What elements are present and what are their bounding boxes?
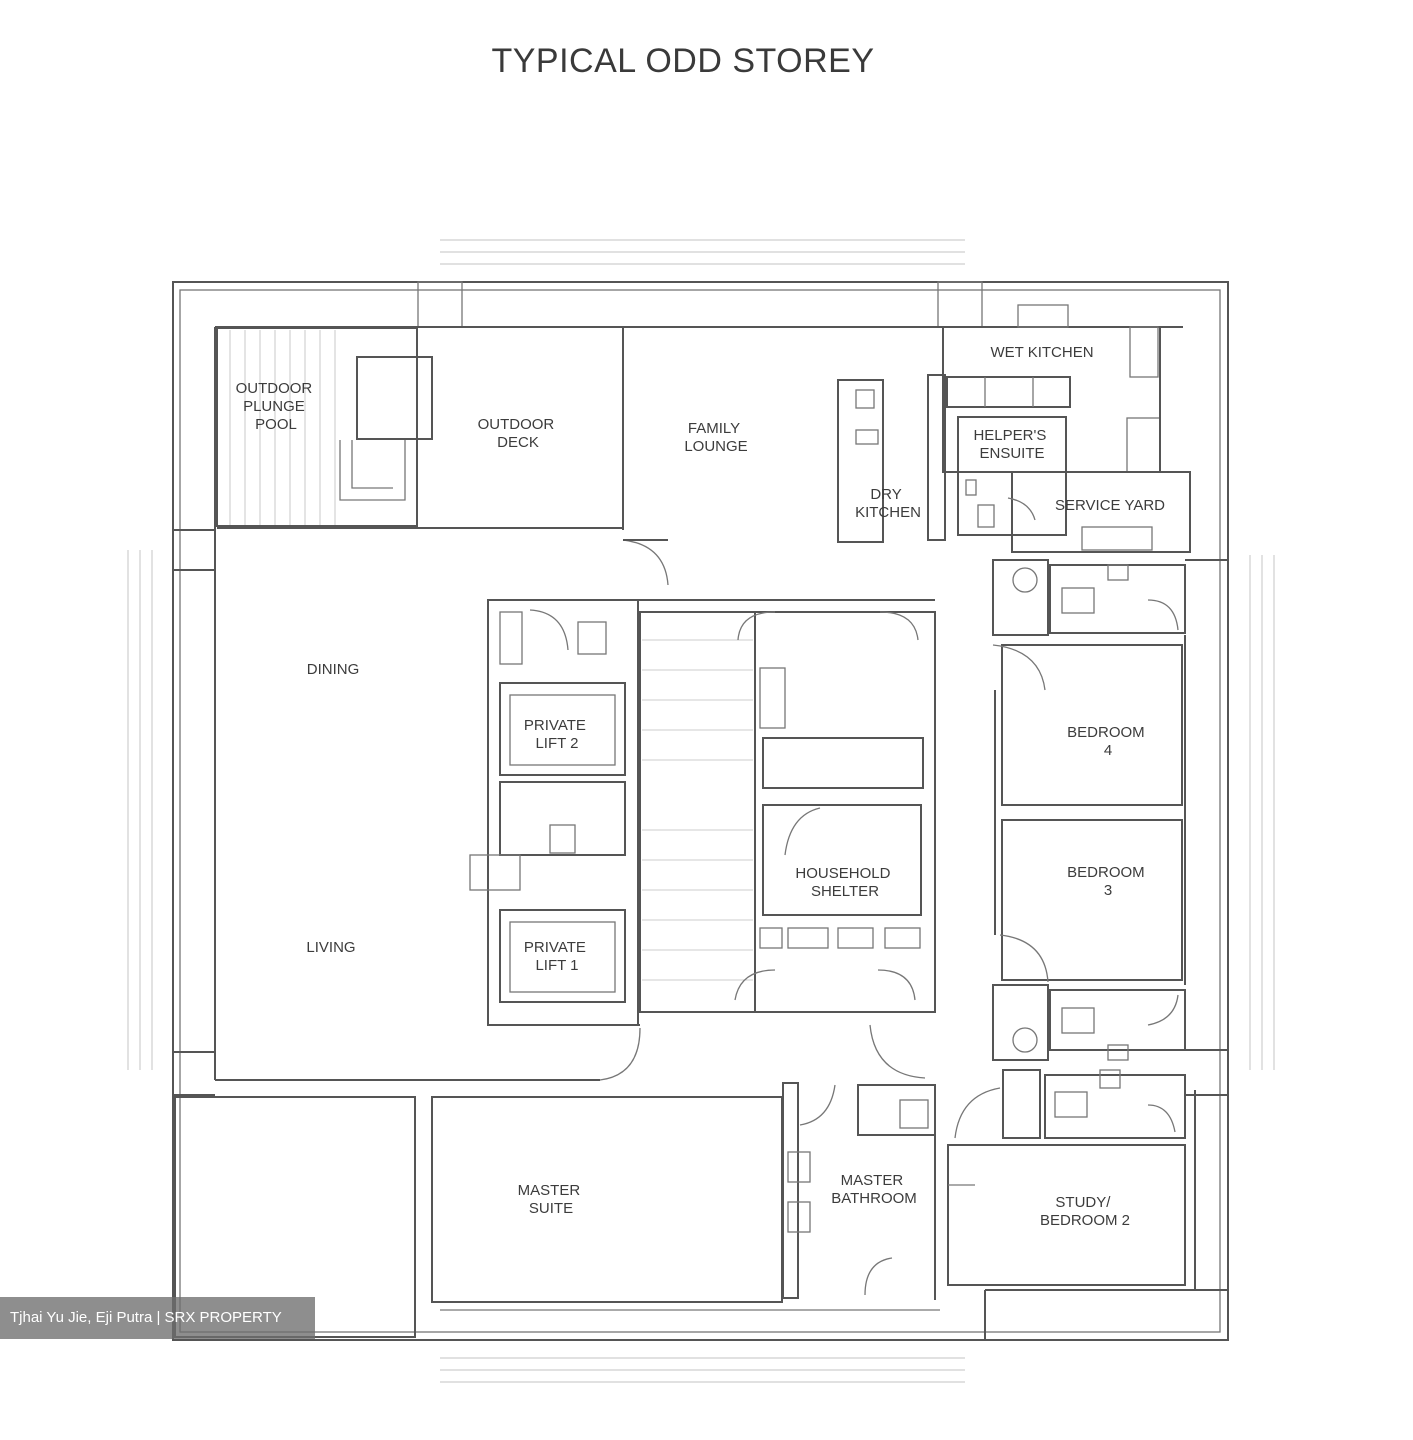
photo-credit: Tjhai Yu Jie, Eji Putra | SRX PROPERTY bbox=[0, 1297, 315, 1339]
label-wet-kitchen: WET KITCHEN bbox=[990, 344, 1093, 361]
label-outdoor-plunge-pool: OUTDOOR PLUNGE POOL bbox=[236, 380, 317, 433]
label-outdoor-deck: OUTDOOR DECK bbox=[478, 416, 559, 451]
exterior-louvres bbox=[127, 239, 1275, 1383]
room-labels: OUTDOOR PLUNGE POOL OUTDOOR DECK FAMILY … bbox=[236, 344, 1166, 1229]
label-study-bedroom-2: STUDY/ BEDROOM 2 bbox=[1040, 1194, 1130, 1229]
kitchen-cluster bbox=[927, 304, 1191, 553]
label-bedroom-3: BEDROOM 3 bbox=[1067, 864, 1149, 899]
living-walls bbox=[215, 1011, 935, 1081]
label-private-lift-2: PRIVATE LIFT 2 bbox=[524, 717, 590, 752]
label-master-bathroom: MASTER BATHROOM bbox=[831, 1172, 917, 1207]
plan-title: TYPICAL ODD STOREY bbox=[491, 42, 875, 80]
bedroom-wing bbox=[947, 559, 1228, 1340]
label-helpers-ensuite: HELPER'S ENSUITE bbox=[973, 427, 1050, 462]
label-bedroom-4: BEDROOM 4 bbox=[1067, 724, 1149, 759]
label-dining: DINING bbox=[307, 661, 360, 678]
label-dry-kitchen: DRY KITCHEN bbox=[855, 486, 921, 521]
label-family-lounge: FAMILY LOUNGE bbox=[684, 420, 747, 455]
label-master-suite: MASTER SUITE bbox=[518, 1182, 585, 1217]
label-service-yard: SERVICE YARD bbox=[1055, 497, 1165, 514]
label-private-lift-1: PRIVATE LIFT 1 bbox=[524, 939, 590, 974]
plunge-pool bbox=[216, 327, 433, 527]
label-living: LIVING bbox=[306, 939, 355, 956]
master-wing bbox=[174, 1082, 940, 1338]
top-row-walls bbox=[217, 327, 884, 586]
label-household-shelter: HOUSEHOLD SHELTER bbox=[795, 865, 894, 900]
